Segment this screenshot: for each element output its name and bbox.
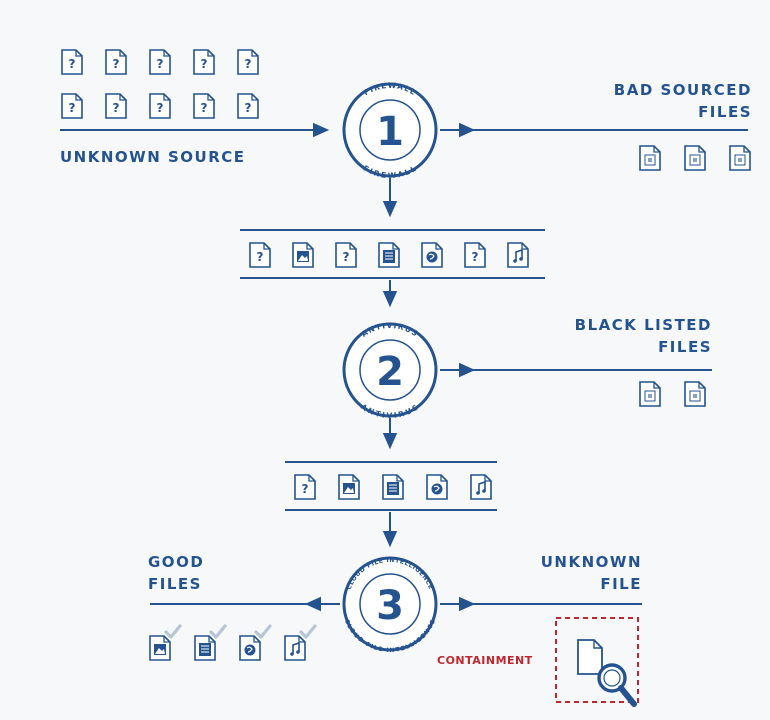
unknown-file-icon: ? <box>249 242 271 268</box>
unknown-file-icon: ? <box>61 93 83 119</box>
unknown-file-icon: ? <box>149 93 171 119</box>
label-good-files-line-2: FILES <box>148 575 202 593</box>
containment-box <box>555 617 639 703</box>
unknown-file-icon: ? <box>464 242 486 268</box>
svg-text:?: ? <box>302 482 309 496</box>
label-black-listed-line-1: BLACK LISTED <box>575 316 712 334</box>
web-file-icon <box>421 242 443 268</box>
stage-1-number: 1 <box>376 109 404 155</box>
flow-lines <box>60 122 748 612</box>
file-icon-layer: ?????????????? <box>61 49 751 707</box>
blocked-file-icon <box>684 145 706 171</box>
stage-1: FIREWALL FIREWALL 1 <box>342 81 438 180</box>
web-file-icon <box>426 474 448 500</box>
svg-text:?: ? <box>157 57 164 71</box>
unknown-file-icon: ? <box>237 93 259 119</box>
image-file-icon <box>149 635 171 661</box>
svg-text:?: ? <box>245 101 252 115</box>
unknown-file-icon: ? <box>149 49 171 75</box>
check-mark-icon <box>254 624 272 639</box>
svg-text:?: ? <box>245 57 252 71</box>
label-black-listed-line-2: FILES <box>658 338 712 356</box>
svg-text:?: ? <box>69 57 76 71</box>
svg-text:?: ? <box>69 101 76 115</box>
label-unknown-file-line-2: FILE <box>600 575 642 593</box>
blocked-file-icon <box>639 381 661 407</box>
web-file-icon <box>239 635 261 661</box>
blocked-file-icon <box>639 145 661 171</box>
svg-text:?: ? <box>113 101 120 115</box>
check-mark-icon <box>299 624 317 639</box>
label-bad-sourced-line-1: BAD SOURCED <box>614 81 752 99</box>
unknown-file-icon: ? <box>294 474 316 500</box>
label-unknown-file-line-1: UNKNOWN <box>541 553 642 571</box>
music-file-icon <box>507 242 529 268</box>
document-file-icon <box>382 474 404 500</box>
image-file-icon <box>338 474 360 500</box>
stage-2: ANTIVIRUS ANTIVIRUS 2 <box>342 321 438 420</box>
document-file-icon <box>378 242 400 268</box>
stage-2-number: 2 <box>376 349 404 395</box>
check-mark-icon <box>209 624 227 639</box>
unknown-file-icon: ? <box>105 49 127 75</box>
svg-text:?: ? <box>257 250 264 264</box>
svg-text:?: ? <box>157 101 164 115</box>
label-unknown-source: UNKNOWN SOURCE <box>60 148 246 166</box>
check-mark-icon <box>164 624 182 639</box>
image-file-icon <box>292 242 314 268</box>
unknown-file-icon: ? <box>61 49 83 75</box>
stage-3-number: 3 <box>376 583 404 629</box>
unknown-file-icon: ? <box>193 93 215 119</box>
music-file-icon <box>470 474 492 500</box>
label-good-files-line-1: GOOD <box>148 553 204 571</box>
stage-3: CLOUD FILE INTELLIGENCE CLOUD FILE INTEL… <box>342 556 438 654</box>
unknown-file-icon: ? <box>193 49 215 75</box>
svg-text:?: ? <box>343 250 350 264</box>
unknown-file-icon: ? <box>105 93 127 119</box>
label-bad-sourced-line-2: FILES <box>698 103 752 121</box>
blocked-file-icon <box>684 381 706 407</box>
svg-text:?: ? <box>201 57 208 71</box>
unknown-file-icon: ? <box>335 242 357 268</box>
document-file-icon <box>194 635 216 661</box>
row-brackets <box>240 229 545 511</box>
svg-text:?: ? <box>472 250 479 264</box>
blocked-file-icon <box>729 145 751 171</box>
unknown-file-icon: ? <box>237 49 259 75</box>
svg-text:?: ? <box>201 101 208 115</box>
music-file-icon <box>284 635 306 661</box>
file-magnifier-icon <box>577 639 637 707</box>
label-containment: CONTAINMENT <box>437 654 533 667</box>
svg-text:?: ? <box>113 57 120 71</box>
